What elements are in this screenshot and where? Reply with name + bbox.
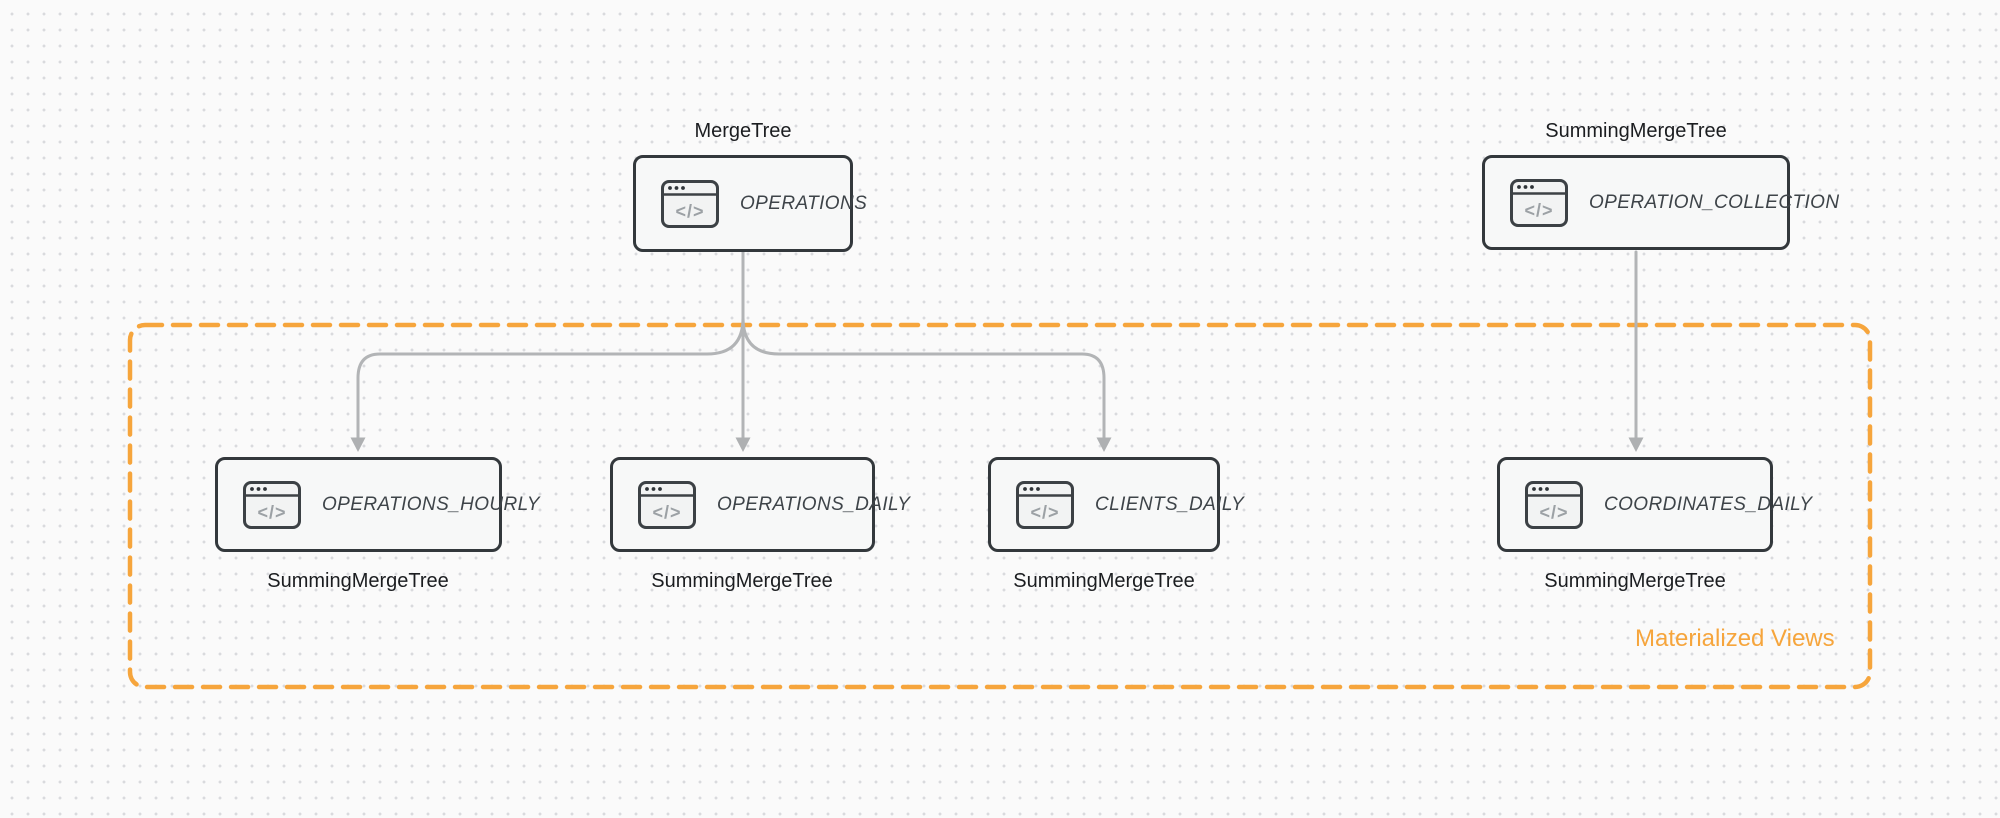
engine-label-operations: MergeTree	[694, 120, 792, 142]
table-node-operations-hourly[interactable]: </> OPERATIONS_HOURLY	[215, 457, 540, 552]
engine-label-coordinates-daily: SummingMergeTree	[1544, 570, 1726, 592]
svg-text:</>: </>	[1539, 502, 1568, 522]
svg-text:</>: </>	[1030, 502, 1059, 522]
table-node-clients-daily[interactable]: </> CLIENTS_DAILY	[988, 457, 1244, 552]
code-window-icon: </>	[1525, 480, 1583, 529]
table-name: OPERATIONS	[740, 192, 868, 214]
svg-text:</>: </>	[1524, 200, 1553, 220]
code-window-icon: </>	[243, 480, 301, 529]
table-name: OPERATIONS_DAILY	[717, 493, 911, 515]
table-name: CLIENTS_DAILY	[1095, 493, 1245, 515]
edge-operation-collection-to-coordinates-daily[interactable]	[1628, 250, 1644, 452]
engine-label-clients-daily: SummingMergeTree	[1013, 570, 1195, 592]
engine-label-operation-collection: SummingMergeTree	[1545, 120, 1727, 142]
svg-text:</>: </>	[675, 201, 704, 221]
engine-label-operations-daily: SummingMergeTree	[651, 570, 833, 592]
code-window-icon: </>	[1510, 178, 1568, 227]
edge-operations-to-operations-hourly[interactable]	[350, 316, 745, 452]
engine-label-operations-hourly: SummingMergeTree	[267, 570, 449, 592]
table-name: OPERATIONS_HOURLY	[322, 493, 540, 515]
edge-operations-to-operations-daily[interactable]	[735, 250, 751, 452]
svg-text:</>: </>	[257, 502, 286, 522]
table-node-operations-daily[interactable]: </> OPERATIONS_DAILY	[610, 457, 910, 552]
arrowhead-icon	[1628, 437, 1644, 452]
table-node-coordinates-daily[interactable]: </> COORDINATES_DAILY	[1497, 457, 1812, 552]
edge-operations-to-clients-daily[interactable]	[741, 316, 1112, 452]
materialized-views-frame[interactable]	[127, 322, 1873, 690]
table-node-operations[interactable]: </> OPERATIONS	[633, 155, 867, 252]
table-name: COORDINATES_DAILY	[1604, 493, 1813, 515]
code-window-icon: </>	[1016, 480, 1074, 529]
svg-text:</>: </>	[652, 502, 681, 522]
table-name: OPERATION_COLLECTION	[1589, 191, 1840, 213]
arrowhead-icon	[735, 437, 751, 452]
code-window-icon: </>	[661, 179, 719, 228]
table-node-operation-collection[interactable]: </> OPERATION_COLLECTION	[1482, 155, 1839, 250]
arrowhead-icon	[1096, 437, 1112, 452]
materialized-views-label: Materialized Views	[1635, 625, 1835, 652]
arrowhead-icon	[350, 437, 366, 452]
code-window-icon: </>	[638, 480, 696, 529]
